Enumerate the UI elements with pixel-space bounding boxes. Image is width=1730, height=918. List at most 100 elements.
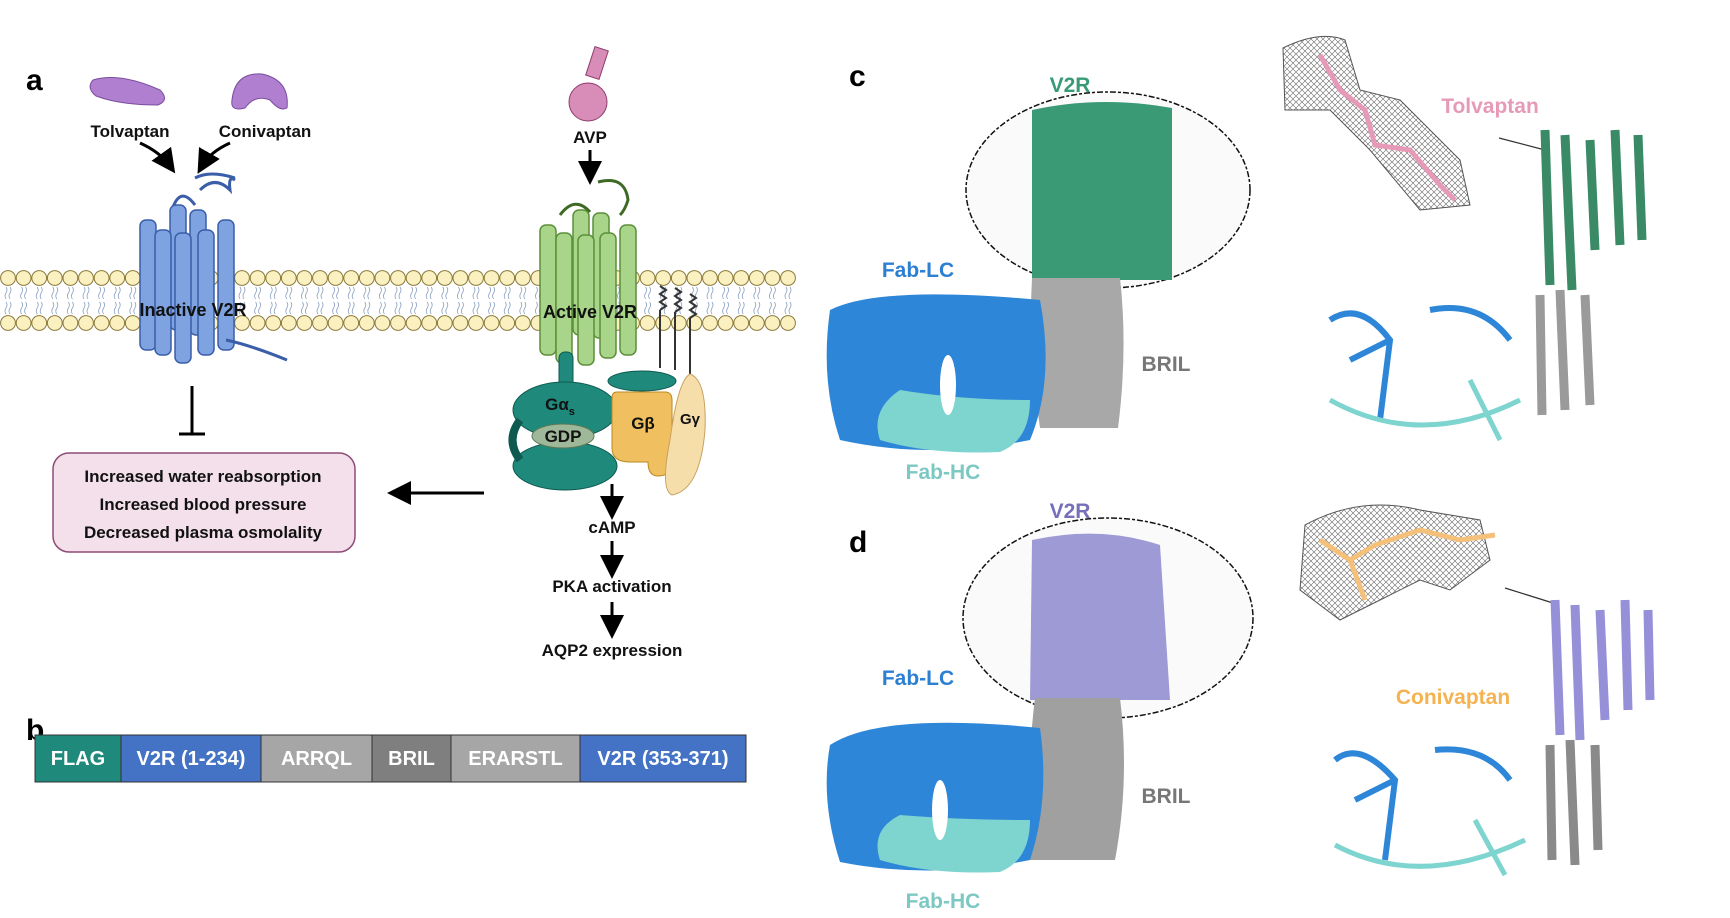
v2r-label-d: V2R bbox=[1050, 500, 1091, 523]
panel-label-a: a bbox=[26, 64, 43, 97]
lipid-head bbox=[62, 315, 79, 331]
tolvaptan-arrow bbox=[139, 141, 176, 174]
construct-segment-label: ARRQL bbox=[281, 748, 352, 770]
lipid-head bbox=[717, 315, 734, 331]
g-gamma-label: Gγ bbox=[680, 411, 701, 428]
construct-segment-label: ERARSTL bbox=[468, 748, 562, 770]
cryo-em-map-c bbox=[826, 91, 1251, 453]
lipid-head bbox=[358, 270, 375, 286]
ligand-density-d bbox=[1299, 504, 1496, 621]
lipid-head bbox=[78, 315, 94, 331]
lipid-tail bbox=[441, 286, 449, 315]
lipid-tail bbox=[503, 286, 511, 315]
lipid-tail bbox=[363, 286, 371, 315]
bril-label-c: BRIL bbox=[1142, 353, 1191, 376]
lipid-head bbox=[436, 315, 453, 331]
g-alpha-s-label: Gαs bbox=[545, 395, 575, 418]
effect-item: Increased water reabsorption bbox=[84, 467, 321, 486]
lipid-head bbox=[124, 315, 141, 331]
lipid-tail bbox=[425, 286, 433, 315]
lipid-tail bbox=[410, 286, 417, 315]
lipid-head bbox=[265, 315, 282, 331]
lipid-tail bbox=[82, 286, 90, 315]
lipid-head bbox=[93, 315, 110, 331]
lipid-head bbox=[748, 315, 765, 331]
lipid-tail bbox=[238, 286, 246, 315]
lipid-tail bbox=[488, 286, 495, 315]
fab-hc-label-d: Fab-HC bbox=[906, 890, 981, 913]
lipid-tail bbox=[394, 286, 402, 315]
lipid-head bbox=[405, 315, 422, 331]
inactive-v2r-label: Inactive V2R bbox=[139, 300, 246, 320]
construct-segment: V2R (1-234) bbox=[120, 734, 262, 783]
lipid-tail bbox=[784, 286, 792, 315]
tolvaptan-shape bbox=[89, 77, 165, 106]
cascade-step-camp: cAMP bbox=[588, 518, 635, 537]
lipid-tail bbox=[691, 286, 698, 315]
lipid-tail bbox=[301, 286, 308, 315]
lipid-head bbox=[483, 270, 500, 286]
lipid-head bbox=[374, 315, 391, 331]
lipid-tail bbox=[644, 286, 651, 315]
lipid-tail bbox=[51, 286, 59, 315]
lipid-head bbox=[436, 270, 453, 286]
lipid-tail bbox=[113, 286, 121, 315]
lipid-tail bbox=[753, 286, 761, 315]
tolvaptan-label-c: Tolvaptan bbox=[1441, 95, 1539, 118]
ribbon-model-c bbox=[1328, 129, 1647, 442]
active-v2r-receptor bbox=[539, 179, 637, 366]
construct-segment: ERARSTL bbox=[450, 734, 581, 783]
bril-label-d: BRIL bbox=[1142, 785, 1191, 808]
ligand-pointer-c bbox=[1498, 137, 1546, 151]
lipid-head bbox=[62, 270, 79, 286]
lipid-head bbox=[686, 270, 703, 286]
lipid-head bbox=[717, 270, 734, 286]
lipid-head bbox=[280, 270, 297, 286]
avp-label: AVP bbox=[573, 128, 607, 147]
lipid-tail bbox=[519, 286, 527, 315]
lipid-tail bbox=[35, 286, 43, 315]
lipid-head bbox=[0, 270, 16, 286]
g-beta-label: Gβ bbox=[631, 414, 655, 433]
lipid-head bbox=[764, 315, 781, 331]
lipid-head bbox=[390, 270, 406, 286]
effect-item: Increased blood pressure bbox=[100, 495, 307, 514]
lipid-head bbox=[670, 270, 687, 286]
fab-lc-label-d: Fab-LC bbox=[882, 667, 954, 690]
lipid-head bbox=[249, 270, 266, 286]
lipid-head bbox=[468, 315, 484, 331]
fab-hc-label-c: Fab-HC bbox=[906, 461, 981, 484]
lipid-head bbox=[327, 270, 344, 286]
inhibition-symbol bbox=[179, 386, 205, 436]
construct-segment-label: V2R (353-371) bbox=[597, 748, 728, 770]
lipid-head bbox=[234, 270, 250, 286]
construct-segment-label: FLAG bbox=[51, 748, 105, 770]
lipid-head bbox=[452, 315, 469, 331]
lipid-head bbox=[343, 315, 360, 331]
lipid-head bbox=[249, 315, 266, 331]
lipid-head bbox=[468, 270, 484, 286]
panel-label-c: c bbox=[849, 60, 866, 93]
lipid-anchors bbox=[658, 285, 698, 375]
lipid-tail bbox=[98, 286, 105, 315]
lipid-head bbox=[374, 270, 391, 286]
lipid-head bbox=[312, 315, 328, 331]
avp-shape bbox=[568, 45, 609, 122]
lipid-tail bbox=[4, 286, 12, 315]
effect-item: Decreased plasma osmolality bbox=[84, 523, 323, 542]
lipid-head bbox=[280, 315, 297, 331]
ligand-density-c bbox=[1282, 35, 1471, 211]
lipid-head bbox=[748, 270, 765, 286]
ligand-pointer-d bbox=[1504, 587, 1554, 604]
lipid-tail bbox=[316, 286, 324, 315]
lipid-tail bbox=[737, 286, 745, 315]
lipid-head bbox=[499, 270, 516, 286]
cascade-step-pka: PKA activation bbox=[552, 577, 671, 596]
ribbon-model-d bbox=[1333, 599, 1655, 877]
lipid-head bbox=[390, 315, 406, 331]
lipid-head bbox=[0, 315, 16, 331]
construct-segment-label: V2R (1-234) bbox=[137, 748, 246, 770]
lipid-head bbox=[514, 270, 531, 286]
